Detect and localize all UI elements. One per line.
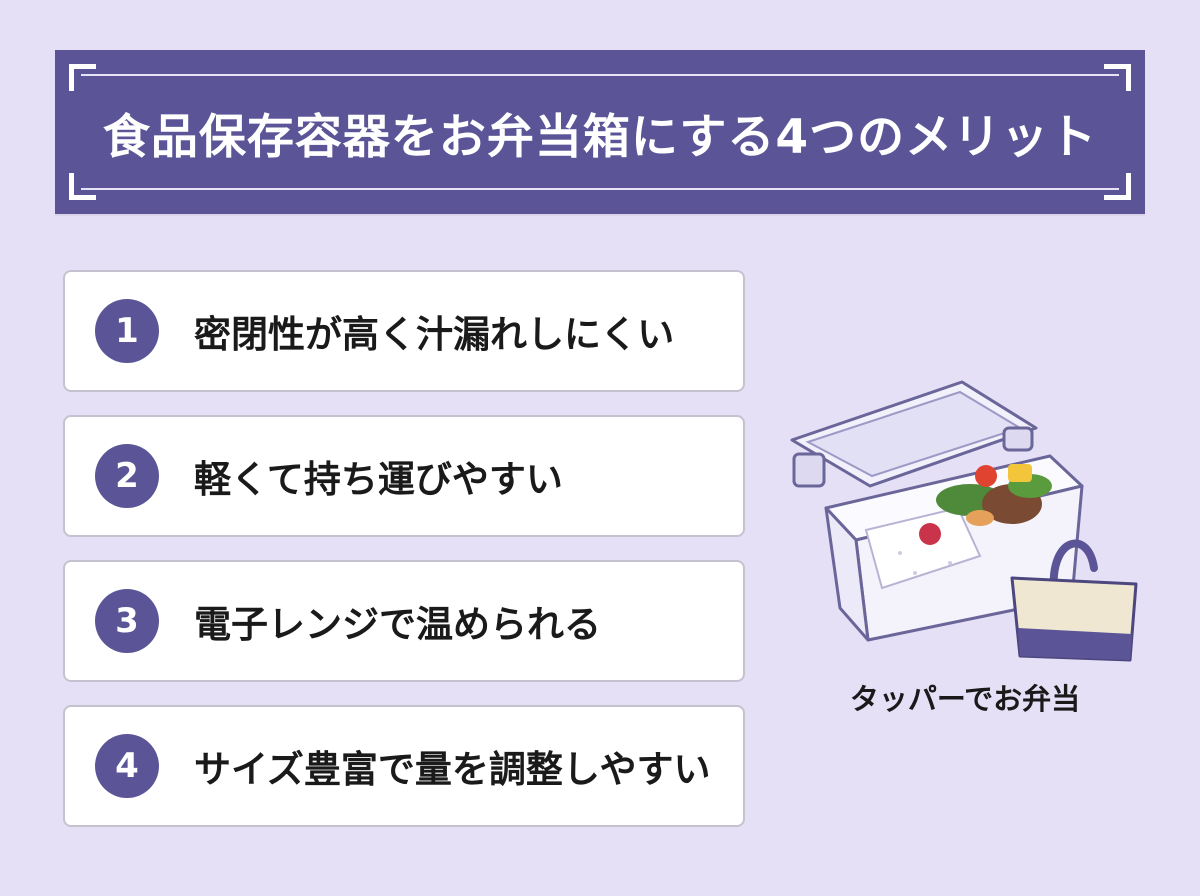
corner-bracket-bottom-left bbox=[69, 173, 96, 200]
umeboshi bbox=[919, 523, 941, 545]
container-lid bbox=[790, 380, 1038, 488]
merit-card-1: 1 密閉性が高く汁漏れしにくい bbox=[63, 270, 745, 392]
merit-label: 軽くて持ち運びやすい bbox=[194, 458, 563, 501]
merit-label: 電子レンジで温められる bbox=[194, 603, 601, 646]
banner-bottom-line bbox=[81, 188, 1119, 190]
merit-number-badge: 1 bbox=[95, 299, 159, 363]
merit-card-2: 2 軽くて持ち運びやすい bbox=[63, 415, 745, 537]
corner-bracket-top-right bbox=[1104, 64, 1131, 91]
illustration-caption: タッパーでお弁当 bbox=[849, 682, 1081, 716]
merit-card-3: 3 電子レンジで温められる bbox=[63, 560, 745, 682]
merit-number-badge: 4 bbox=[95, 734, 159, 798]
merit-list: 1 密閉性が高く汁漏れしにくい 2 軽くて持ち運びやすい 3 電子レンジで温めら… bbox=[63, 270, 745, 850]
title-banner: 食品保存容器をお弁当箱にする4つのメリット bbox=[55, 50, 1145, 214]
banner-top-line bbox=[81, 74, 1119, 76]
merit-number-badge: 3 bbox=[95, 589, 159, 653]
merit-label: 密閉性が高く汁漏れしにくい bbox=[194, 313, 675, 356]
merit-card-4: 4 サイズ豊富で量を調整しやすい bbox=[63, 705, 745, 827]
bento-container-illustration bbox=[790, 380, 1138, 662]
merit-label: サイズ豊富で量を調整しやすい bbox=[194, 748, 711, 791]
page-title: 食品保存容器をお弁当箱にする4つのメリット bbox=[102, 109, 1098, 165]
corner-bracket-bottom-right bbox=[1104, 173, 1131, 200]
corner-bracket-top-left bbox=[69, 64, 96, 91]
merit-number-badge: 2 bbox=[95, 444, 159, 508]
tote-bag-icon bbox=[1010, 539, 1138, 662]
